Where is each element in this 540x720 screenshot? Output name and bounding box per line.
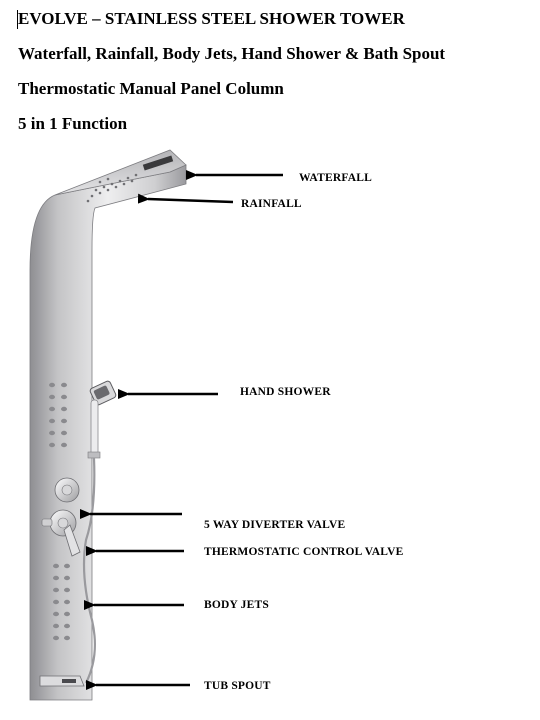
thermostatic-valve-knob [41, 509, 81, 557]
waterfall-outlet [142, 155, 174, 171]
callout-label-body-jets: BODY JETS [204, 599, 269, 611]
shower-tower-figure [29, 149, 283, 701]
diverter-valve-knob [54, 477, 80, 503]
document-title: EVOLVE – STAINLESS STEEL SHOWER TOWER [18, 9, 405, 28]
text-cursor [17, 10, 18, 29]
callout-label-diverter-valve: 5 WAY DIVERTER VALVE [204, 519, 346, 531]
lower-body-jets [53, 563, 70, 641]
waterfall-head [54, 149, 187, 196]
callout-label-hand-shower: HAND SHOWER [240, 386, 331, 398]
arrow-rainfall [137, 193, 234, 204]
callout-label-waterfall: WATERFALL [299, 172, 372, 184]
hand-shower [87, 380, 117, 459]
document-subtitle-type: Thermostatic Manual Panel Column [18, 79, 284, 98]
upper-body-jets [49, 382, 67, 448]
callout-label-rainfall: RAINFALL [241, 198, 302, 210]
tub-spout [39, 675, 85, 687]
rainfall-nozzles [86, 173, 138, 203]
document-subtitle-function: 5 in 1 Function [18, 114, 128, 133]
document-subtitle-features: Waterfall, Rainfall, Body Jets, Hand Sho… [18, 44, 446, 63]
shower-hose [82, 457, 96, 684]
callout-label-tub-spout: TUB SPOUT [204, 680, 271, 692]
callout-arrows [80, 170, 283, 690]
callout-label-thermostatic-valve: THERMOSTATIC CONTROL VALVE [204, 546, 404, 558]
